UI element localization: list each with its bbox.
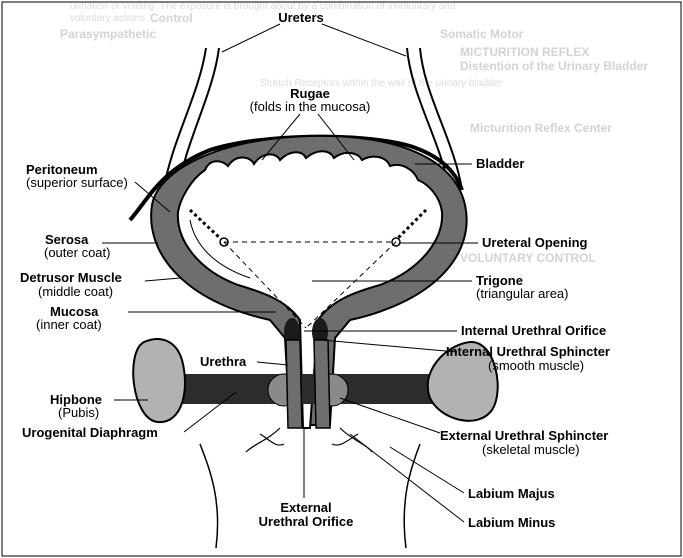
bg-line-2: voluntary actions. [70,13,148,24]
label-bladder: Bladder [476,156,524,171]
bg-line-5: Somatic Motor [440,27,524,41]
label-external-sphincter-sub: (skeletal muscle) [482,442,580,457]
label-detrusor-sub: (middle coat) [38,284,113,299]
label-internal-orifice: Internal Urethral Orifice [461,323,606,338]
bg-line-4: Parasympathetic [60,27,156,41]
label-trigone-sub: (triangular area) [476,286,569,301]
label-labium-minus: Labium Minus [468,515,555,530]
label-labium-majus: Labium Majus [468,486,555,501]
label-external-orifice-2: Urethral Orifice [259,514,354,529]
bg-line-3: Control [150,11,193,25]
label-external-orifice-1: External [280,500,331,515]
label-detrusor: Detrusor Muscle [20,270,122,285]
label-serosa-sub: (outer coat) [44,245,110,260]
urethra-wall-left [286,340,302,428]
label-urogenital: Urogenital Diaphragm [22,425,158,440]
bg-line-7: Distention of the Urinary Bladder [460,59,648,73]
bg-line-10: VOLUNTARY CONTROL [460,251,596,265]
bg-line-9: Micturition Reflex Center [470,121,612,135]
urethra-wall-right [314,340,330,428]
label-internal-sphincter: Internal Urethral Sphincter [446,344,610,359]
hipbone-left [133,339,185,422]
bg-line-1: urination or voiding. The exposure is br… [70,1,456,12]
urogenital-diaphragm [160,374,460,404]
label-rugae-sub: (folds in the mucosa) [250,99,371,114]
label-peritoneum-sub: (superior surface) [26,175,128,190]
bg-line-6: MICTURITION REFLEX [460,45,589,59]
label-urethra: Urethra [200,354,247,369]
label-hipbone-sub: (Pubis) [58,405,99,420]
label-mucosa-sub: (inner coat) [36,317,102,332]
label-internal-sphincter-sub: (smooth muscle) [488,358,584,373]
external-genitalia-outline [200,428,420,548]
label-ureteral-opening: Ureteral Opening [482,235,588,250]
label-ureters: Ureters [278,10,324,25]
label-external-sphincter: External Urethral Sphincter [440,428,608,443]
